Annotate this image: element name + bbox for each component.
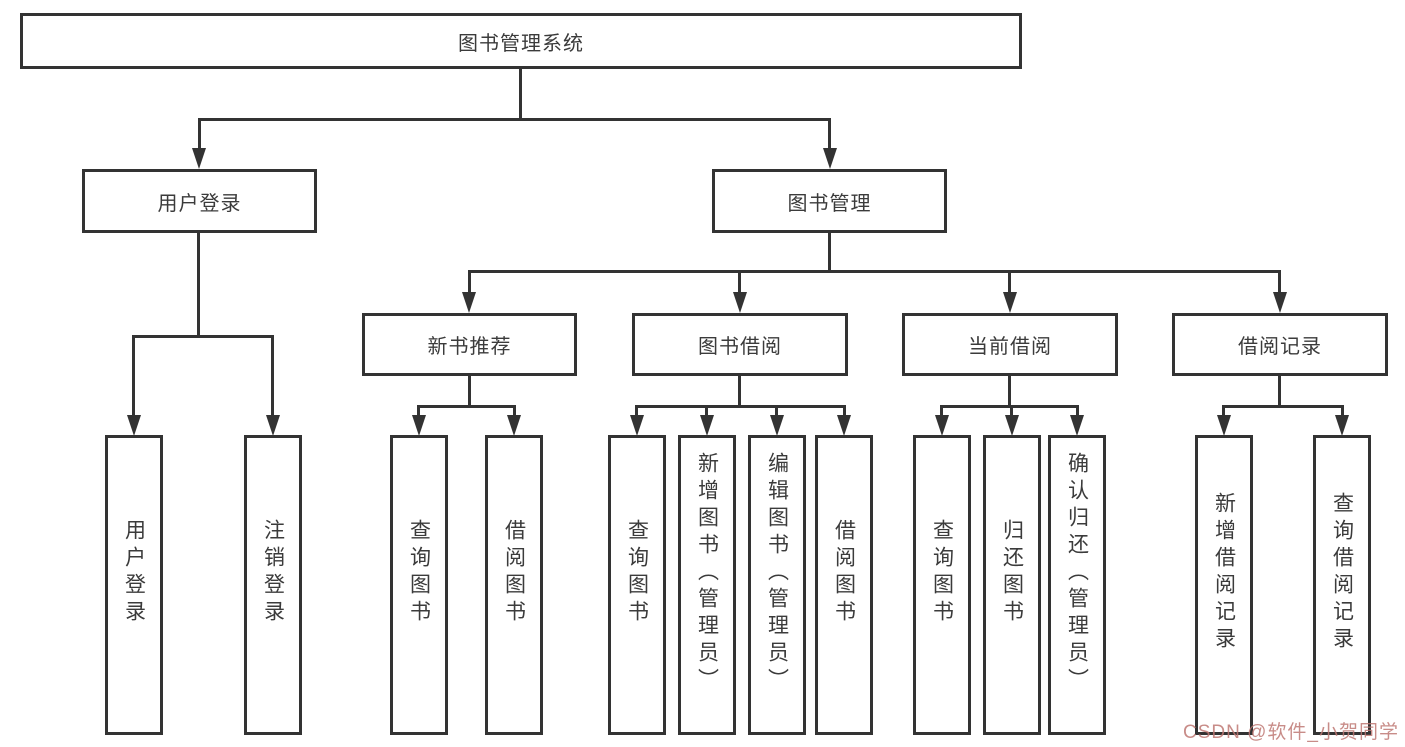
node-label: 查询图书	[625, 519, 649, 627]
node-leaf-rec-borrow-books: 借阅图书	[485, 435, 543, 735]
node-label: 注销登录	[261, 519, 285, 627]
node-label: 查询图书	[930, 519, 954, 627]
node-label: 用户登录	[122, 519, 146, 627]
node-label: 归还图书	[1000, 519, 1024, 627]
node-leaf-bb-add-books: 新增图书（管理员）	[678, 435, 736, 735]
csdn-watermark: CSDN @软件_小贺同学	[1183, 722, 1399, 743]
node-label: 新增借阅记录	[1212, 492, 1236, 654]
arrowhead-to-bb-query	[630, 415, 644, 436]
connector-leaf-user-login-drop	[132, 335, 135, 420]
node-leaf-br-query-record: 查询借阅记录	[1313, 435, 1371, 735]
node-label: 图书管理	[787, 192, 872, 215]
connector-cb-query-drop	[940, 405, 943, 420]
node-label: 当前借阅	[968, 336, 1052, 358]
node-leaf-bb-query-books: 查询图书	[608, 435, 666, 735]
connector-cb-confirm-drop	[1076, 405, 1079, 420]
connector-br-query-drop	[1341, 405, 1344, 420]
node-leaf-bb-edit-books: 编辑图书（管理员）	[748, 435, 806, 735]
node-label: 查询图书	[407, 519, 431, 627]
connector-level1-hbar	[198, 118, 831, 121]
connector-book-borrow-drop	[738, 270, 741, 298]
connector-mgmt-stem	[828, 233, 831, 272]
node-leaf-rec-query-books: 查询图书	[390, 435, 448, 735]
node-new-book-rec: 新书推荐	[362, 313, 577, 376]
arrowhead-to-bb-add	[700, 415, 714, 436]
arrowhead-to-leaf-logout	[266, 415, 280, 436]
connector-rec-borrow-drop	[513, 405, 516, 420]
node-label: 用户登录	[157, 192, 242, 215]
arrowhead-to-br-add	[1217, 415, 1231, 436]
node-label: 借阅图书	[502, 519, 526, 627]
arrowhead-to-book-borrow	[733, 292, 747, 313]
arrowhead-to-bb-edit	[770, 415, 784, 436]
connector-user-login-drop	[198, 118, 201, 154]
connector-level2-hbar	[468, 270, 1281, 273]
node-leaf-user-login: 用户登录	[105, 435, 163, 735]
connector-bb-borrow-drop	[843, 405, 846, 420]
node-label: 查询借阅记录	[1330, 492, 1354, 654]
node-root: 图书管理系统	[20, 13, 1022, 69]
node-label: 编辑图书（管理员）	[765, 451, 789, 695]
connector-bb-edit-drop	[775, 405, 778, 420]
node-leaf-logout: 注销登录	[244, 435, 302, 735]
connector-borrow-records-drop	[1278, 270, 1281, 298]
node-borrow-records: 借阅记录	[1172, 313, 1388, 376]
connector-br-stem	[1278, 376, 1281, 407]
connector-new-book-rec-drop	[468, 270, 471, 298]
connector-book-mgmt-drop	[828, 118, 831, 154]
node-leaf-cb-confirm-return: 确认归还（管理员）	[1048, 435, 1106, 735]
arrowhead-to-cb-query	[935, 415, 949, 436]
connector-bb-stem	[738, 376, 741, 407]
connector-current-borrow-drop	[1008, 270, 1011, 298]
arrowhead-to-br-query	[1335, 415, 1349, 436]
node-label: 图书管理系统	[458, 32, 584, 55]
node-label: 图书借阅	[698, 336, 782, 358]
arrowhead-to-borrow-records	[1273, 292, 1287, 313]
connector-cb-hbar	[940, 405, 1079, 408]
node-label: 借阅图书	[832, 519, 856, 627]
connector-bb-query-drop	[635, 405, 638, 420]
node-leaf-bb-borrow-books: 借阅图书	[815, 435, 873, 735]
node-book-borrow: 图书借阅	[632, 313, 848, 376]
arrowhead-to-rec-query	[412, 415, 426, 436]
node-label: 确认归还（管理员）	[1065, 451, 1089, 695]
connector-cb-return-drop	[1010, 405, 1013, 420]
arrowhead-to-rec-borrow	[507, 415, 521, 436]
arrowhead-to-current-borrow	[1003, 292, 1017, 313]
arrowhead-to-user-login	[192, 148, 206, 169]
connector-br-add-drop	[1222, 405, 1225, 420]
connector-cb-stem	[1008, 376, 1011, 407]
connector-rec-hbar	[417, 405, 516, 408]
connector-rec-stem	[468, 376, 471, 407]
arrowhead-to-leaf-user-login	[127, 415, 141, 436]
connector-bb-add-drop	[705, 405, 708, 420]
arrowhead-to-bb-borrow	[837, 415, 851, 436]
arrowhead-to-book-mgmt	[823, 148, 837, 169]
connector-leaf-logout-drop	[271, 335, 274, 420]
arrowhead-to-cb-confirm	[1070, 415, 1084, 436]
arrowhead-to-cb-return	[1005, 415, 1019, 436]
connector-user-stem	[197, 233, 200, 338]
node-leaf-cb-return-books: 归还图书	[983, 435, 1041, 735]
node-current-borrow: 当前借阅	[902, 313, 1118, 376]
connector-rec-query-drop	[417, 405, 420, 420]
connector-bb-hbar	[635, 405, 846, 408]
arrowhead-to-new-book-rec	[462, 292, 476, 313]
node-user-login-branch: 用户登录	[82, 169, 317, 233]
connector-user-hbar	[132, 335, 274, 338]
node-label: 新增图书（管理员）	[695, 451, 719, 695]
node-leaf-br-add-record: 新增借阅记录	[1195, 435, 1253, 735]
node-label: 新书推荐	[427, 336, 512, 358]
node-leaf-cb-query-books: 查询图书	[913, 435, 971, 735]
connector-br-hbar	[1222, 405, 1344, 408]
node-label: 借阅记录	[1238, 336, 1322, 358]
connector-root-stem	[519, 68, 522, 120]
node-book-mgmt-branch: 图书管理	[712, 169, 947, 233]
